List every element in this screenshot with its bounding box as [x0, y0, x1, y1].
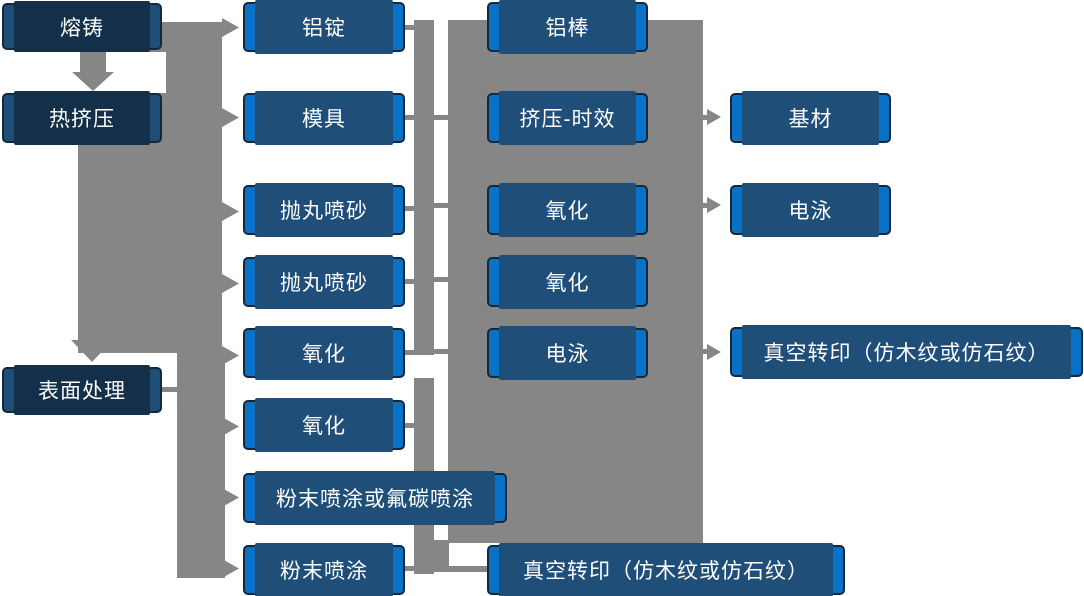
node-shot-blasting-2: 抛丸喷砂	[243, 255, 405, 309]
node-electrophoresis-2: 电泳	[730, 183, 891, 237]
node-powder-coating: 粉末喷涂	[243, 543, 405, 596]
tail-to-vacuum-print	[703, 349, 709, 354]
arrow-down-icon-hot-extrusion	[72, 72, 114, 91]
node-base-material: 基材	[730, 91, 891, 145]
connector-left-trunk-lower	[177, 353, 225, 578]
stub-oxidation-2	[404, 423, 415, 428]
stub-band-row4	[434, 277, 448, 282]
arrow-right-icon-mold	[222, 108, 239, 127]
node-extrusion-aging: 挤压-时效	[487, 91, 648, 145]
connector-surface-treatment-stub	[162, 387, 178, 392]
connector-left-trunk-upper	[166, 22, 222, 93]
node-surface-treatment: 表面处理	[2, 365, 162, 415]
arrow-right-icon-vacuum-print	[707, 344, 721, 360]
node-oxidation-4: 氧化	[487, 255, 648, 309]
connector-bottom-elbow-vertical	[433, 540, 449, 567]
node-aluminum-rod: 铝棒	[487, 0, 648, 54]
arrow-right-icon-shotblast-1	[222, 202, 239, 221]
stub-ingot	[404, 25, 415, 30]
node-oxidation-2: 氧化	[243, 398, 405, 452]
node-hot-extrusion: 热挤压	[2, 91, 162, 145]
arrow-right-icon-oxidation-2	[222, 417, 239, 436]
arrow-right-icon-base-material	[707, 109, 721, 125]
connector-bottom-elbow-horizontal	[433, 566, 487, 572]
connector-mid-band-upper	[414, 20, 434, 355]
node-aluminum-ingot: 铝锭	[243, 0, 405, 54]
stub-shotblast-2	[404, 279, 415, 284]
node-vacuum-transfer-print-1: 真空转印（仿木纹或仿石纹）	[487, 543, 845, 596]
stub-powder-coating	[404, 566, 415, 571]
stub-band-row5	[434, 349, 448, 354]
stub-shotblast-1	[404, 206, 415, 211]
node-oxidation-1: 氧化	[243, 326, 405, 380]
arrow-right-icon-ingot	[222, 18, 239, 37]
node-powder-or-fluorocarbon: 粉末喷涂或氟碳喷涂	[243, 471, 507, 525]
node-vacuum-transfer-print-2: 真空转印（仿木纹或仿石纹）	[730, 325, 1083, 379]
arrow-right-icon-oxidation-1	[222, 346, 239, 365]
arrow-right-icon-fluorocarbon	[222, 488, 239, 507]
node-melting-casting: 熔铸	[2, 1, 162, 52]
node-electrophoresis-1: 电泳	[487, 326, 648, 380]
node-shot-blasting-1: 抛丸喷砂	[243, 183, 405, 237]
tail-to-base-material	[703, 115, 709, 120]
arrow-right-icon-electrophoresis	[707, 197, 721, 213]
node-oxidation-3: 氧化	[487, 183, 648, 237]
tail-to-electrophoresis	[703, 203, 709, 208]
stub-mold	[404, 115, 415, 120]
stub-band-row2	[434, 115, 448, 120]
arrow-right-icon-powder	[222, 559, 239, 578]
connector-melt-to-extrusion-shaft	[80, 50, 106, 74]
stub-oxidation-1	[404, 350, 415, 355]
stub-band-row3	[434, 203, 448, 208]
arrow-right-icon-shotblast-2	[222, 274, 239, 293]
node-mold: 模具	[243, 91, 405, 145]
